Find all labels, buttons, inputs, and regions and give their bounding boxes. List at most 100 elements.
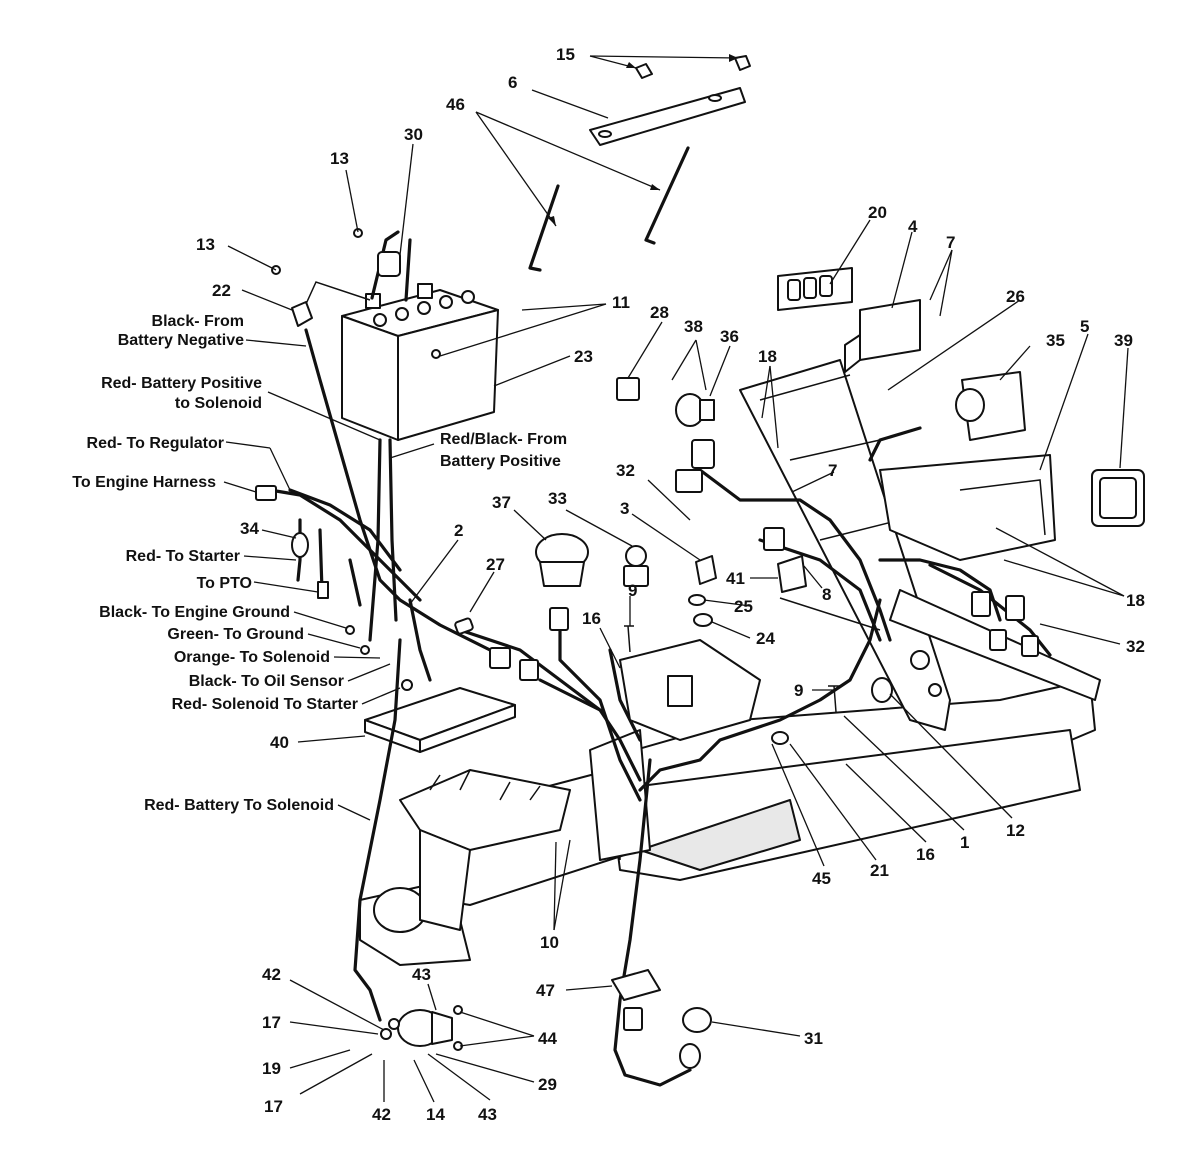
plunger-switch-12 xyxy=(871,677,893,703)
label-43-top: 43 xyxy=(412,965,431,984)
light-switch-panel-20 xyxy=(777,267,853,311)
label-16-bottom: 16 xyxy=(916,845,935,864)
label-1: 1 xyxy=(960,833,969,852)
label-15: 15 xyxy=(556,45,575,64)
wire-label-red-regulator: Red- To Regulator xyxy=(87,435,224,452)
label-30: 30 xyxy=(404,125,423,144)
wire-label-to-pto: To PTO xyxy=(197,575,252,592)
label-33: 33 xyxy=(548,489,567,508)
battery-terminal-cables xyxy=(271,228,412,327)
leader-lines xyxy=(223,54,1129,1103)
wire-label-red-solenoid-starter: Red- Solenoid To Starter xyxy=(172,696,358,713)
connectors xyxy=(255,439,785,691)
wire-label-black-negative-1: Black- From xyxy=(152,313,244,330)
battery xyxy=(341,283,499,441)
label-13-left: 13 xyxy=(196,235,215,254)
pto-switch-37 xyxy=(535,533,589,587)
label-19: 19 xyxy=(262,1059,281,1078)
label-46: 46 xyxy=(446,95,465,114)
washers-24-25 xyxy=(688,594,713,627)
label-42-top: 42 xyxy=(262,965,281,984)
j-bolts xyxy=(528,146,690,272)
label-27: 27 xyxy=(486,555,505,574)
console-bracket xyxy=(619,639,761,741)
wire-label-red-battery-solenoid: Red- Battery To Solenoid xyxy=(144,797,334,814)
wire-label-red-positive-2: to Solenoid xyxy=(175,395,262,412)
label-38: 38 xyxy=(684,317,703,336)
grommet-45 xyxy=(771,731,789,745)
switch-33 xyxy=(623,545,649,587)
label-18-right: 18 xyxy=(1126,591,1145,610)
seat-switches-32 xyxy=(971,591,1039,657)
wire-label-red-positive-1: Red- Battery Positive xyxy=(101,375,262,392)
label-10: 10 xyxy=(540,933,559,952)
wire-label-red-black-1: Red/Black- From xyxy=(440,431,567,448)
label-12: 12 xyxy=(1006,821,1025,840)
label-23: 23 xyxy=(574,347,593,366)
label-32-right: 32 xyxy=(1126,637,1145,656)
clip-3 xyxy=(695,555,717,585)
label-43-bottom: 43 xyxy=(478,1105,497,1124)
label-40: 40 xyxy=(270,733,289,752)
label-39: 39 xyxy=(1114,331,1133,350)
relay-28 xyxy=(616,377,703,493)
headlight-35 xyxy=(955,371,1026,441)
label-7-mid: 7 xyxy=(828,461,837,480)
wire-label-black-engine-ground: Black- To Engine Ground xyxy=(99,604,290,621)
wire-label-engine-harness: To Engine Harness xyxy=(72,474,216,491)
label-7-top: 7 xyxy=(946,233,955,252)
bracket-41 xyxy=(777,555,881,631)
label-25: 25 xyxy=(734,597,753,616)
hour-meter-31 xyxy=(679,1007,712,1069)
bolts-9 xyxy=(624,625,840,713)
label-16-top: 16 xyxy=(582,609,601,628)
bracket-4 xyxy=(844,299,921,373)
label-22: 22 xyxy=(212,281,231,300)
plug-47 xyxy=(611,969,661,1031)
wire-label-red-black-2: Battery Positive xyxy=(440,453,561,470)
wire-label-black-negative-2: Battery Negative xyxy=(118,332,244,349)
label-21: 21 xyxy=(870,861,889,880)
label-2: 2 xyxy=(454,521,463,540)
label-8: 8 xyxy=(822,585,831,604)
wire-label-green-ground: Green- To Ground xyxy=(167,626,304,643)
label-29: 29 xyxy=(538,1075,557,1094)
label-5: 5 xyxy=(1080,317,1089,336)
label-41: 41 xyxy=(726,569,745,588)
label-13-top: 13 xyxy=(330,149,349,168)
label-24: 24 xyxy=(756,629,775,648)
label-37: 37 xyxy=(492,493,511,512)
label-6: 6 xyxy=(508,73,517,92)
label-17-bottom: 17 xyxy=(264,1097,283,1116)
wire-label-red-starter: Red- To Starter xyxy=(126,548,240,565)
label-3: 3 xyxy=(620,499,629,518)
label-14: 14 xyxy=(426,1105,445,1124)
label-4: 4 xyxy=(908,217,918,236)
label-20: 20 xyxy=(868,203,887,222)
label-36: 36 xyxy=(720,327,739,346)
label-47: 47 xyxy=(536,981,555,1000)
wire-label-orange-solenoid: Orange- To Solenoid xyxy=(174,649,330,666)
label-18-top: 18 xyxy=(758,347,777,366)
key-switch-36 xyxy=(675,393,715,427)
label-17-top: 17 xyxy=(262,1013,281,1032)
lens-39 xyxy=(1091,469,1145,527)
label-42-bottom: 42 xyxy=(372,1105,391,1124)
wing-nuts xyxy=(635,55,751,79)
label-35: 35 xyxy=(1046,331,1065,350)
label-9-mid: 9 xyxy=(794,681,803,700)
wire-label-black-oil-sensor: Black- To Oil Sensor xyxy=(189,673,344,690)
battery-bracket xyxy=(399,769,571,931)
label-26: 26 xyxy=(1006,287,1025,306)
battery-tray xyxy=(364,687,516,753)
label-11: 11 xyxy=(612,293,630,312)
label-34: 34 xyxy=(240,519,259,538)
part-number-labels: 15 6 46 13 30 13 22 11 23 20 4 7 26 35 5… xyxy=(196,45,1145,1124)
solenoid-43 xyxy=(380,1005,463,1051)
label-28: 28 xyxy=(650,303,669,322)
label-32-left: 32 xyxy=(616,461,635,480)
hold-down-bar xyxy=(589,87,746,146)
label-45: 45 xyxy=(812,869,831,888)
